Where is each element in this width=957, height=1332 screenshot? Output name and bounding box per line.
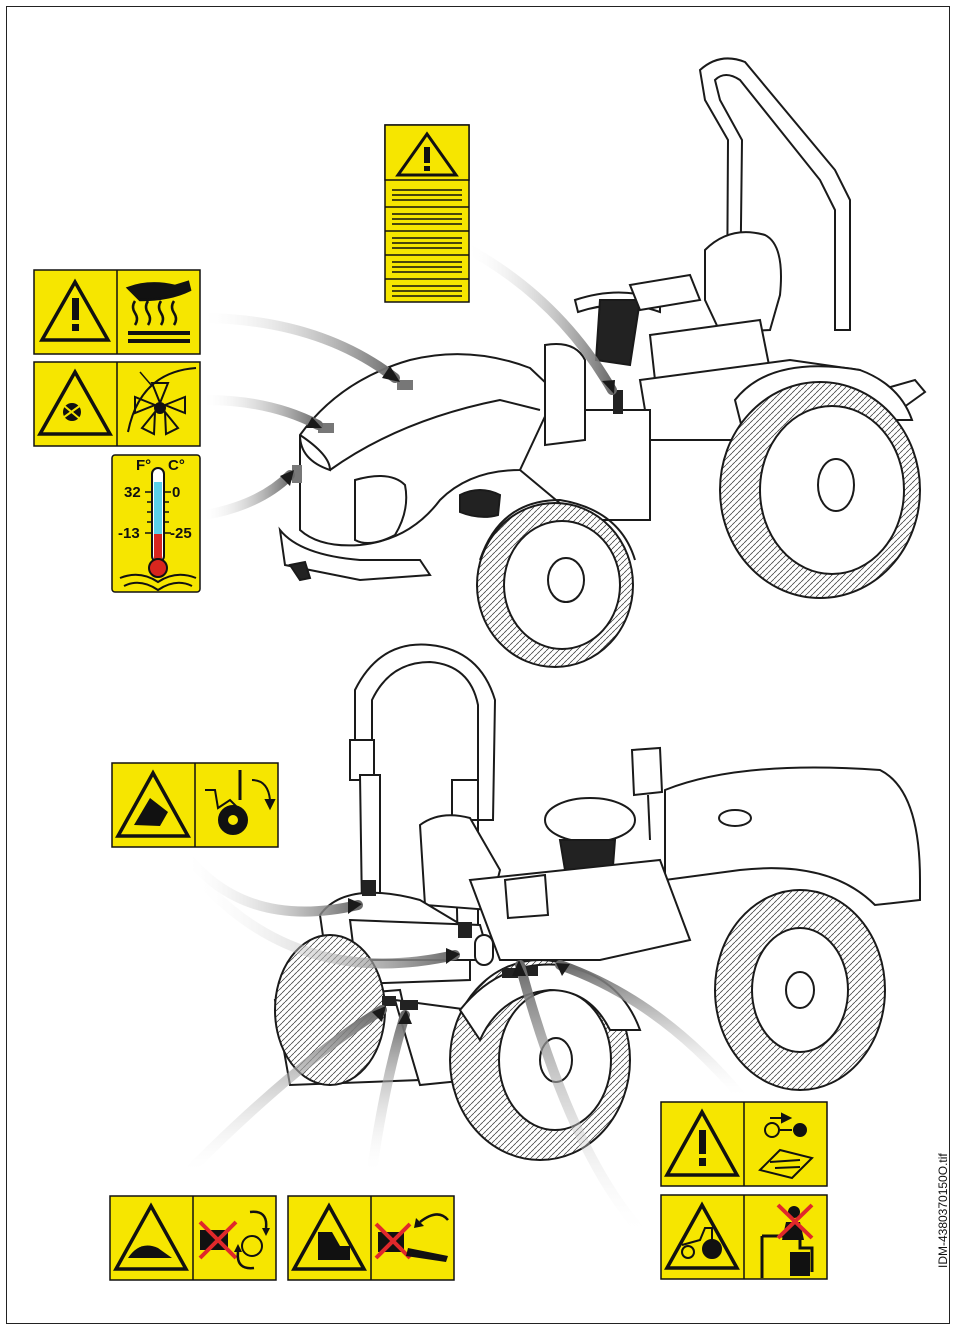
manual-book-icon	[758, 1148, 814, 1180]
rops-icon	[205, 770, 276, 835]
thermo-f-low: -13	[118, 525, 140, 542]
thermo-c-low: -25	[170, 525, 192, 542]
fan-icon	[127, 367, 197, 436]
warning-triangle-icon	[395, 131, 459, 177]
thermo-c-high: 0	[172, 484, 180, 501]
decal-hot-surface	[33, 269, 201, 355]
thermo-f-high: 32	[124, 484, 141, 501]
leader-arrows	[185, 245, 745, 1235]
decal-coolant-temperature: F° C° 32 0 -13 -25	[111, 454, 201, 593]
warning-triangle-icon	[664, 1201, 740, 1270]
decal-rotating-fan	[33, 361, 201, 447]
hot-surface-icon	[125, 280, 192, 343]
decal-hitch-crush	[287, 1195, 455, 1281]
no-reach-rotating-shaft-icon	[198, 1210, 270, 1270]
no-passenger-seat-icon	[760, 1203, 814, 1278]
thermo-unit-c: C°	[168, 457, 185, 474]
warning-triangle-icon	[291, 1202, 367, 1271]
warning-triangle-icon	[113, 1202, 189, 1271]
warning-triangle-icon	[664, 1108, 740, 1177]
warning-triangle-icon	[115, 769, 191, 838]
warning-triangle-icon	[37, 368, 113, 436]
decal-no-riders	[660, 1194, 828, 1280]
key-icon	[764, 1112, 807, 1138]
warning-triangle-icon	[38, 278, 112, 342]
thermo-unit-f: F°	[136, 457, 151, 474]
tractor-run-over-icon	[681, 1227, 722, 1259]
tractor-top-illustration	[278, 57, 927, 668]
no-reach-hydraulic-icon	[374, 1213, 449, 1262]
decal-general-warning-text	[384, 124, 470, 303]
page-frame	[6, 6, 950, 1324]
decal-pto-entanglement	[109, 1195, 277, 1281]
leader-arrowheads	[280, 366, 615, 1024]
tractor-bottom-illustration	[273, 643, 921, 1161]
decal-read-manual-remove-key	[660, 1101, 828, 1187]
text-lines-icon	[385, 189, 469, 297]
figure-id-label: IDM-4380370150O.tif	[936, 1153, 950, 1268]
decal-rollover	[111, 762, 279, 848]
